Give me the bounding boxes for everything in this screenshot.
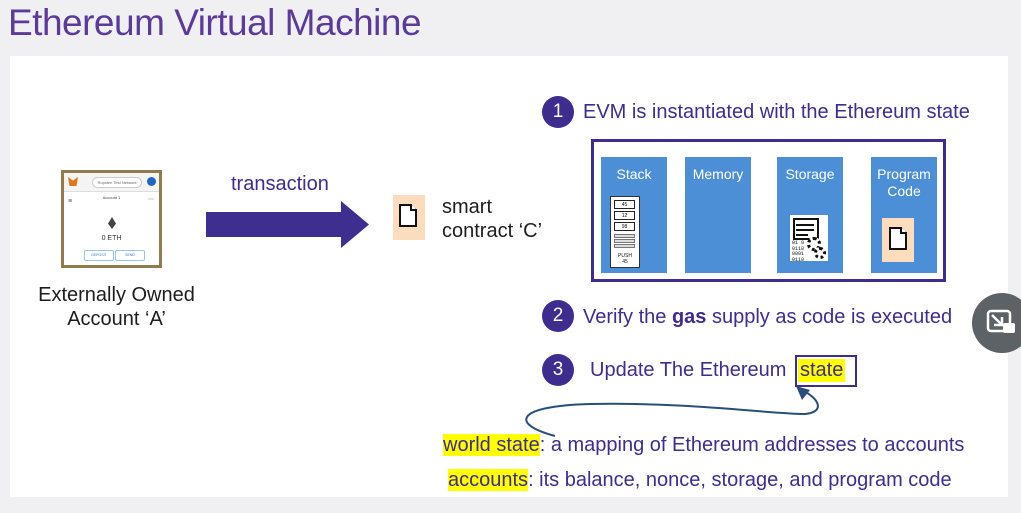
code-document-icon (882, 218, 914, 262)
deposit-button: DEPOSIT (84, 250, 114, 261)
state-connector-arrow (525, 386, 819, 437)
transaction-arrow-shaft (206, 212, 346, 237)
evm-box: Stack 45 12 98 PUSH 45 Memory Storage 01… (591, 139, 946, 282)
step-3-text: Update The Ethereum (590, 359, 787, 381)
arrowhead-icon (796, 386, 810, 400)
avatar (147, 177, 156, 186)
wallet-screenshot: Ropsten Test Network ≡ Account 1 ⋯ 0 ETH… (61, 170, 162, 268)
contract-caption: smart contract ‘C’ (442, 195, 542, 243)
ethereum-logo-icon (108, 217, 116, 229)
stack-item: 12 (614, 211, 635, 220)
memory-block: Memory (685, 157, 751, 273)
page-title: Ethereum Virtual Machine (8, 2, 422, 43)
contract-caption-line1: smart (442, 196, 492, 218)
metamask-fox-icon (68, 177, 78, 186)
storage-bits: 01 0 0110 0001 0110 (792, 240, 805, 263)
memory-label: Memory (692, 166, 744, 182)
step-2-badge: 2 (542, 300, 574, 332)
wallet-account-name: Account 1 (102, 195, 121, 200)
state-highlight: state (798, 359, 846, 382)
storage-database-icon: 01 0 0110 0001 0110 (790, 215, 828, 263)
account-caption-line1: Externally Owned (38, 284, 195, 306)
step-3-badge: 3 (542, 354, 574, 386)
pip-toggle-button[interactable] (972, 293, 1021, 353)
program-code-block: Program Code (871, 157, 937, 273)
wallet-balance: 0 ETH (101, 235, 122, 242)
transaction-label: transaction (231, 173, 329, 195)
network-pill: Ropsten Test Network (92, 177, 142, 188)
program-code-label-line1: Program (877, 166, 931, 182)
storage-block: Storage 01 0 0110 0001 0110 (777, 157, 843, 273)
send-button: SEND (115, 250, 145, 261)
storage-label: Storage (785, 166, 835, 182)
picture-in-picture-icon (986, 309, 1015, 333)
hamburger-menu-icon: ≡ (68, 198, 73, 205)
contract-document-icon (393, 195, 425, 240)
gear-icon (814, 247, 826, 259)
stack-block: Stack 45 12 98 PUSH 45 (601, 157, 667, 273)
account-caption-line2: Account ‘A’ (67, 308, 166, 330)
definition-body: : its balance, nonce, storage, and progr… (528, 469, 952, 491)
program-code-label-line2: Code (887, 183, 921, 199)
wallet-topbar: Ropsten Test Network (64, 173, 159, 192)
stack-push-label: PUSH 45 (618, 253, 632, 265)
stack-item: 45 (614, 200, 635, 209)
definition-term: accounts (448, 469, 529, 491)
definition-term: world state (443, 434, 540, 456)
account-caption: Externally Owned Account ‘A’ (20, 283, 213, 331)
contract-caption-line2: contract ‘C’ (442, 220, 543, 242)
step-2-text: Verify the gas supply as code is execute… (583, 306, 953, 328)
stack-label: Stack (616, 166, 652, 182)
definition-world-state: world state: a mapping of Ethereum addre… (443, 434, 964, 457)
definition-body: : a mapping of Ethereum addresses to acc… (539, 434, 965, 456)
stack-item: 98 (614, 222, 635, 231)
state-box (795, 355, 857, 387)
more-options-icon: ⋯ (148, 197, 154, 203)
definition-accounts: accounts: its balance, nonce, storage, a… (448, 469, 952, 492)
stack-icon: 45 12 98 PUSH 45 (610, 196, 640, 268)
step-1-badge: 1 (542, 96, 574, 128)
step-1-text: EVM is instantiated with the Ethereum st… (583, 101, 970, 123)
